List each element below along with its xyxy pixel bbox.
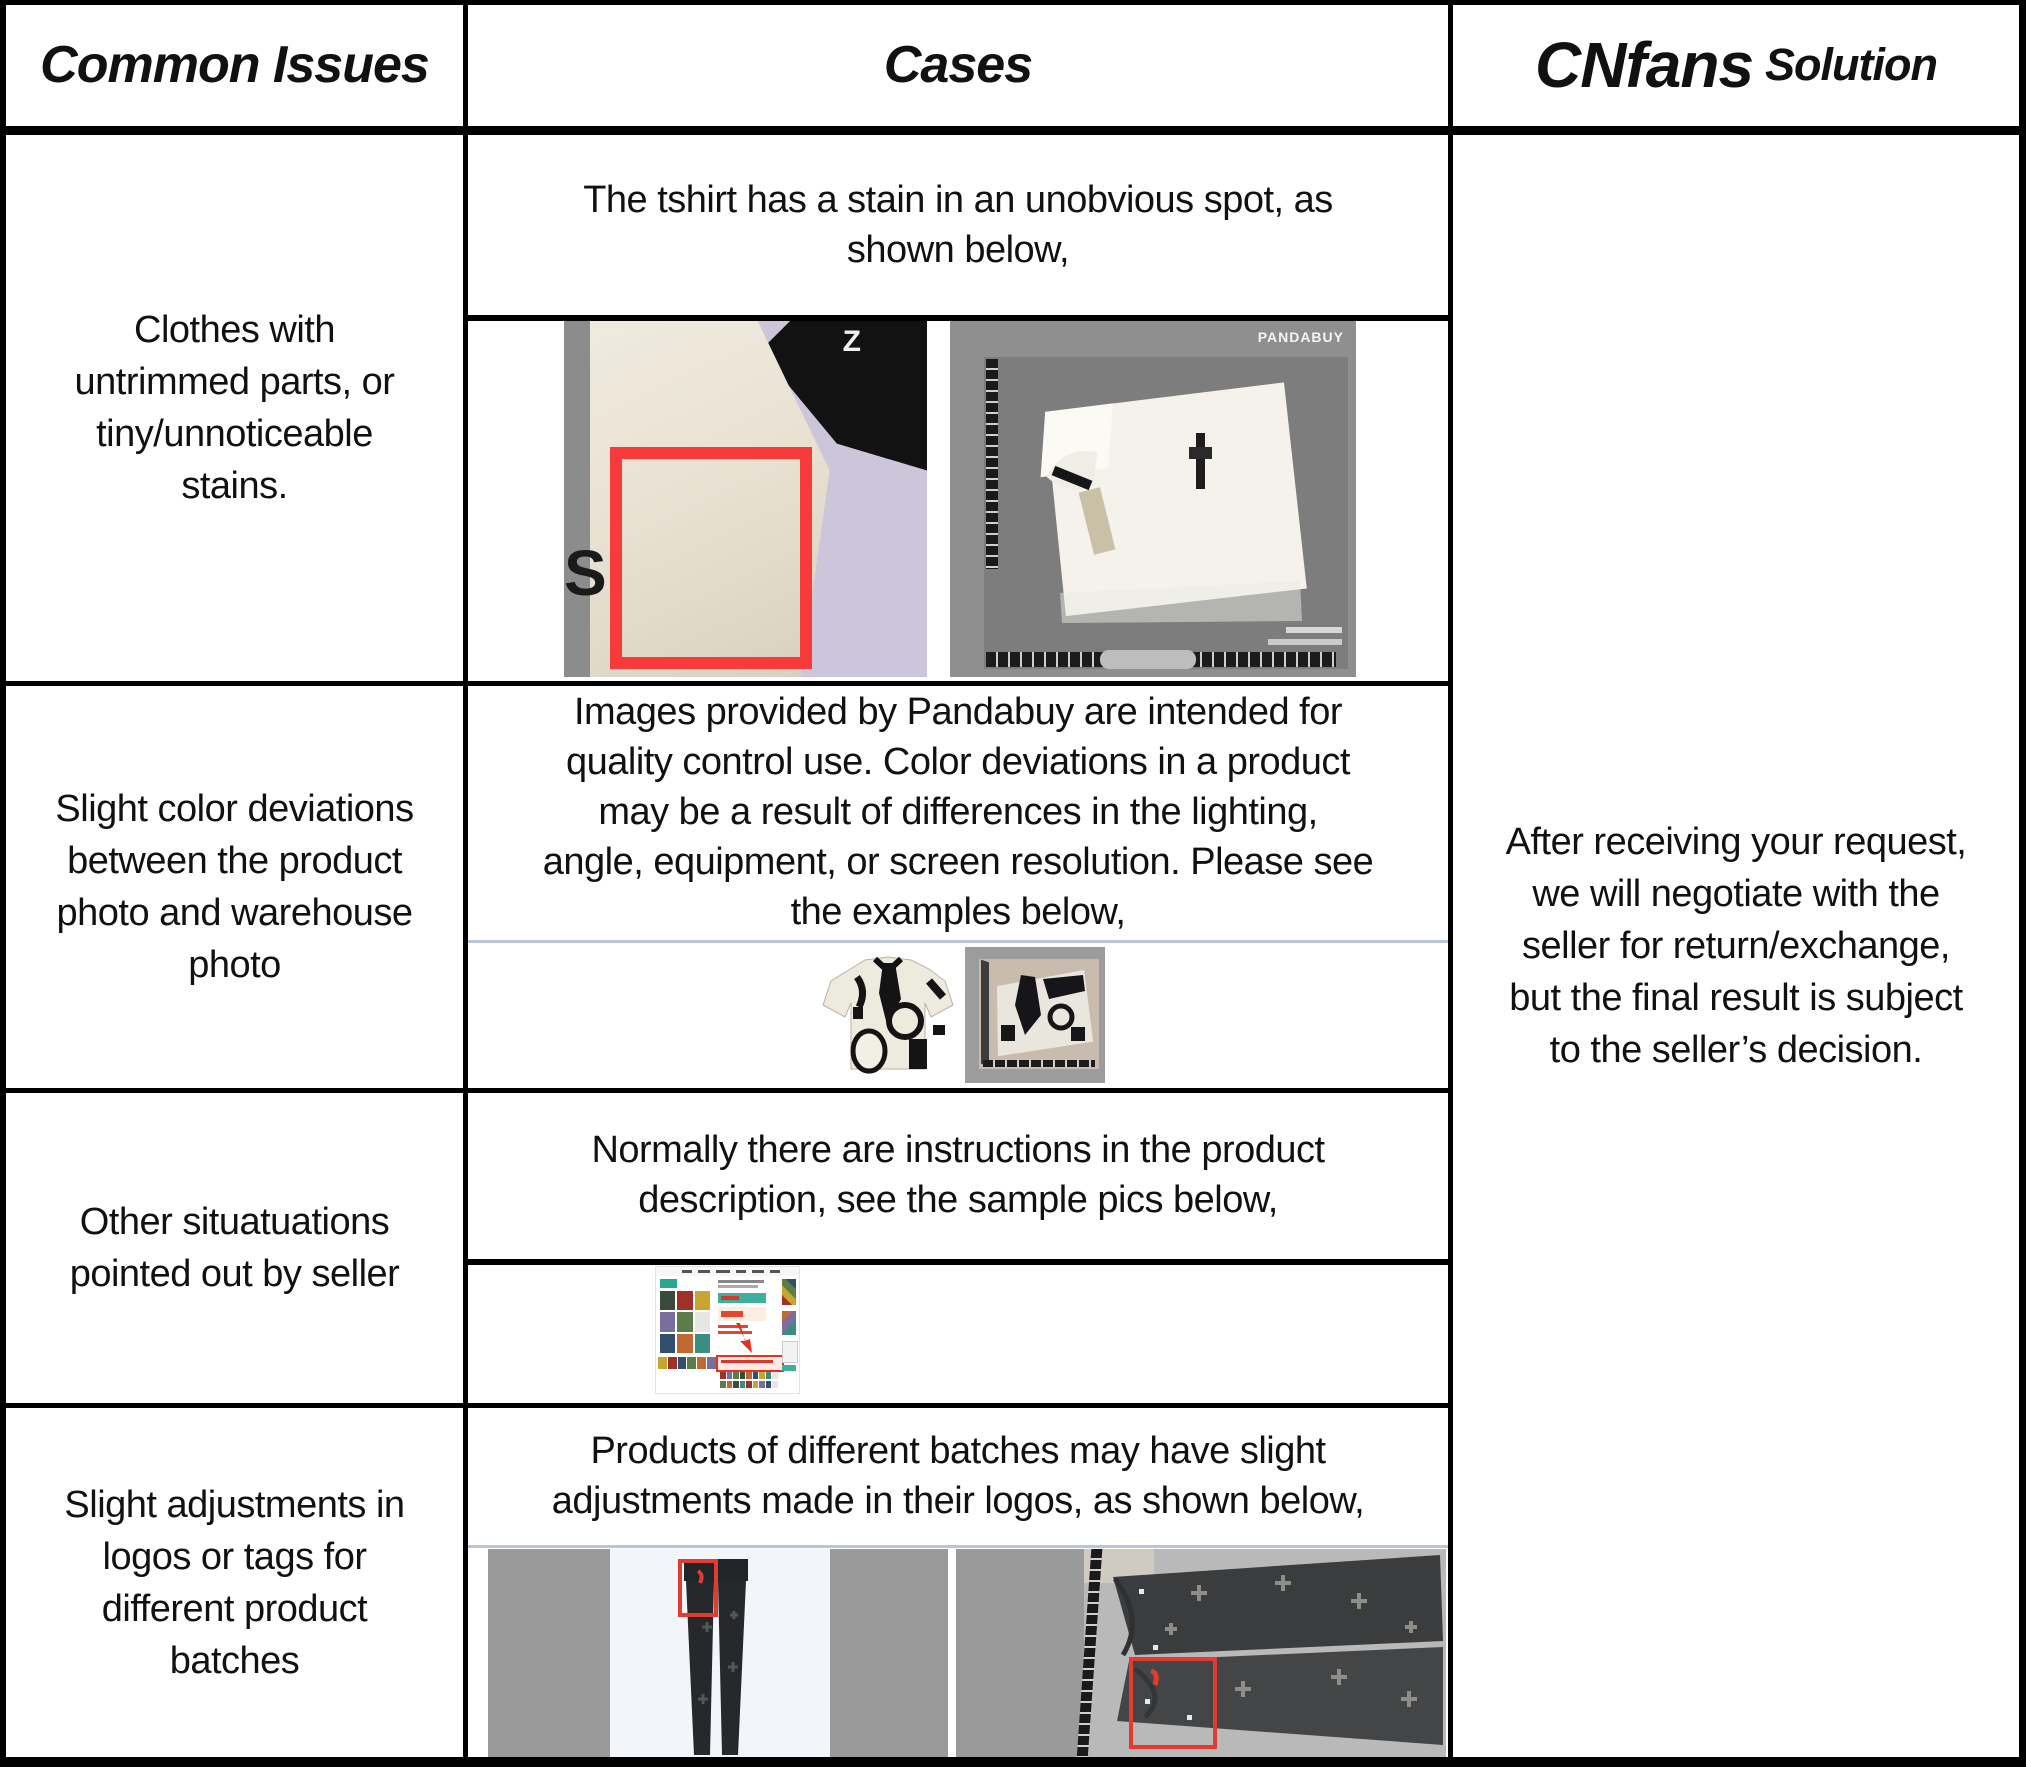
- issue-color-deviations: Slight color deviations between the prod…: [55, 788, 414, 986]
- issue-logo-adjustments: Slight adjustments in logos or tags for …: [64, 1483, 405, 1682]
- black-jeans-shape: [678, 1559, 748, 1755]
- case-divider-row3: [468, 1259, 1448, 1265]
- photo-caption-bar: [1286, 627, 1342, 633]
- header-cnfans-solution: CNfans Solution: [1453, 4, 2019, 126]
- sock-option-dots: [720, 1381, 778, 1388]
- qc-flat-tshirt-photo: PANDABUY: [950, 321, 1356, 677]
- fabric-s-print: S: [564, 537, 607, 609]
- listing-nav-bar: [656, 1267, 799, 1276]
- case-text-stain: The tshirt has a stain in an unobvious s…: [583, 179, 1333, 271]
- header-cases: Cases: [883, 36, 1033, 94]
- case-divider-row4: [468, 1545, 1448, 1548]
- product-listing-screenshot: [655, 1266, 800, 1394]
- red-arrow: [736, 1323, 752, 1353]
- printed-shirt-product-photo: [813, 947, 963, 1083]
- table-border-right: [2019, 0, 2026, 1767]
- printed-shirt-shape: [822, 956, 954, 1074]
- listing-price-area: [718, 1307, 766, 1321]
- header-separator: [0, 126, 2026, 135]
- photo-gray-edge: [564, 321, 590, 677]
- photo-gray-bar: [830, 1549, 948, 1759]
- issue-untrimmed-stains: Clothes with untrimmed parts, or tiny/un…: [74, 309, 395, 507]
- right-teal-tag: [782, 1365, 796, 1371]
- row-separator-3: [0, 1403, 1453, 1408]
- cnfans-brand-text: CNfans: [1535, 29, 1754, 101]
- right-sock-thumb: [782, 1341, 798, 1363]
- case-text-instructions: Normally there are instructions in the p…: [591, 1129, 1325, 1221]
- jeans-product-photo: [488, 1549, 948, 1759]
- sock-color-grid: [660, 1291, 710, 1353]
- row-separator-2: [0, 1088, 1453, 1093]
- case-divider-row2: [468, 940, 1448, 943]
- listing-coupon-line: [718, 1331, 752, 1334]
- garment-z-label: Z: [842, 325, 861, 358]
- issue-seller-situations: Other situatuations pointed out by selle…: [69, 1201, 400, 1295]
- listing-title-bar: [718, 1285, 758, 1288]
- table-border-bottom: [0, 1757, 2026, 1767]
- listing-coupon-line: [718, 1325, 748, 1328]
- table-border-left: [0, 0, 6, 1767]
- cnfans-solution-text: After receiving your request, we will ne…: [1505, 821, 1967, 1071]
- sock-option-dots: [720, 1372, 778, 1379]
- pandabuy-watermark: PANDABUY: [1257, 329, 1344, 345]
- listing-promo-banner: [718, 1293, 766, 1303]
- ruler-marker: [1100, 650, 1196, 669]
- jeans-warehouse-photo: [956, 1549, 1446, 1759]
- white-tshirt-shape: [1040, 382, 1307, 623]
- right-sock-thumb: [782, 1311, 796, 1335]
- photo-gray-bar: [488, 1549, 610, 1759]
- stain-closeup-photo: Z S: [564, 321, 927, 677]
- sock-thumb-strip: [658, 1357, 716, 1369]
- flat-shirt-shape: [997, 970, 1094, 1057]
- photo-gray-bar: [956, 1549, 1084, 1759]
- column-separator-2: [1448, 0, 1453, 1767]
- highlighted-note-box: [716, 1355, 784, 1372]
- case-text-pandabuy: Images provided by Pandabuy are intended…: [542, 691, 1374, 933]
- case-text-batches: Products of different batches may have s…: [551, 1430, 1365, 1522]
- printed-shirt-warehouse-photo: [965, 947, 1105, 1083]
- dark-jeans-flat-shape: [1112, 1555, 1443, 1749]
- listing-title-bar: [718, 1280, 764, 1283]
- column-separator-1: [463, 0, 468, 1767]
- stain-highlight-box: [610, 447, 812, 669]
- listing-logo-block: [660, 1279, 677, 1288]
- header-common-issues: Common Issues: [40, 36, 430, 94]
- row-separator-1: [0, 681, 1453, 686]
- case-divider-row1: [468, 315, 1448, 321]
- warehouse-ruler-bottom: [983, 1060, 1095, 1067]
- photo-caption-bar: [1268, 639, 1342, 645]
- right-sock-thumb: [782, 1279, 796, 1305]
- ruler-vertical: [986, 359, 998, 569]
- warehouse-ruler: [981, 959, 989, 1067]
- solution-word-text: Solution: [1765, 39, 1938, 90]
- table-border-top: [0, 0, 2026, 5]
